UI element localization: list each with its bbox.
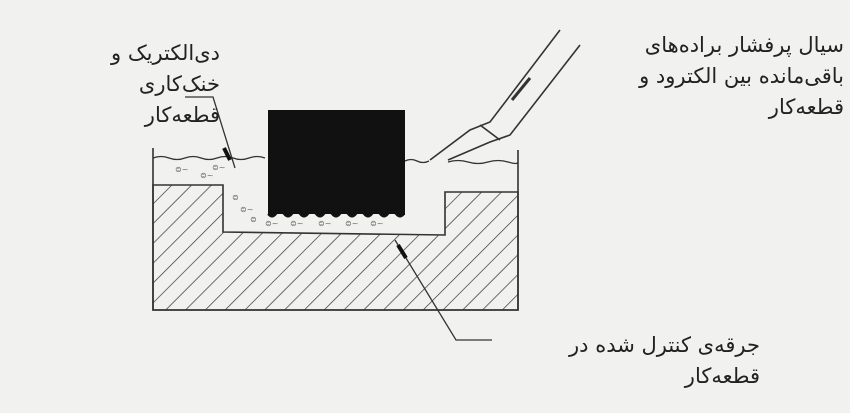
leader-dielectric [185, 96, 236, 169]
svg-text:⊜~: ⊜~ [370, 219, 383, 228]
spark-edge [267, 210, 405, 218]
nozzle [429, 29, 581, 161]
svg-text:⊜~: ⊜~ [212, 163, 225, 172]
svg-text:⊜~: ⊜~ [265, 219, 278, 228]
label-high-pressure-fluid: سیال پرفشار براده‌های باقی‌مانده بین الک… [639, 33, 844, 119]
label-controlled-spark: جرقه‌ی کنترل شده در قطعه‌کار [569, 333, 760, 388]
svg-text:⊜~: ⊜~ [345, 219, 358, 228]
leader-spark [394, 239, 492, 341]
svg-text:⊜~: ⊜~ [290, 219, 303, 228]
svg-text:⊜: ⊜ [232, 193, 239, 202]
dielectric-surface [152, 155, 519, 165]
svg-text:⊜~: ⊜~ [200, 171, 213, 180]
debris-particles: ⊜~⊜~⊜~ ⊜⊜~⊜ ⊜~⊜~⊜~ ⊜~⊜~ [175, 163, 383, 228]
workpiece [152, 184, 519, 311]
electrode [268, 110, 405, 214]
svg-text:⊜~: ⊜~ [175, 165, 188, 174]
svg-text:⊜~: ⊜~ [240, 205, 253, 214]
svg-text:⊜: ⊜ [250, 215, 257, 224]
label-dielectric: دی‌الکتریک و خنک‌کاری قطعه‌کار [111, 41, 220, 127]
svg-text:⊜~: ⊜~ [318, 219, 331, 228]
